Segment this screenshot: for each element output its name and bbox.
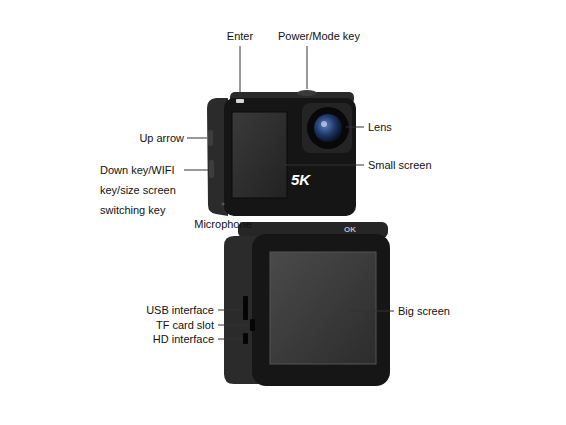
leader-line: [218, 310, 242, 311]
brand-logo: 5K: [291, 172, 310, 188]
camera-front: [224, 98, 356, 216]
leader-line: [346, 127, 364, 128]
part-label: Down key/WIFI key/size screen switching …: [100, 160, 184, 220]
leader-line: [307, 46, 308, 89]
big-screen: [270, 252, 376, 364]
tf-slot: [250, 319, 255, 331]
lens-highlight: [321, 121, 327, 127]
usb-port: [243, 296, 248, 320]
leader-line: [184, 170, 208, 171]
part-label: TF card slot: [156, 318, 214, 332]
leader-line: [187, 138, 207, 139]
lens-ring: [307, 107, 349, 149]
leader-line: [223, 207, 224, 214]
leader-line: [284, 165, 364, 166]
hd-port: [243, 333, 248, 344]
part-label: Small screen: [368, 158, 432, 172]
leader-line: [348, 311, 394, 312]
up-button: [208, 130, 213, 146]
lens-glass: [314, 114, 342, 142]
enter-button: [236, 99, 244, 103]
part-label: USB interface: [146, 303, 214, 317]
leader-line: [240, 46, 241, 97]
part-label: Big screen: [398, 304, 450, 318]
part-label: Up arrow: [139, 131, 184, 145]
part-label: HD interface: [153, 332, 214, 346]
leader-line: [218, 339, 242, 340]
part-label: Power/Mode key: [278, 29, 360, 43]
microphone-hole: [221, 202, 224, 205]
button-label: OK: [344, 225, 356, 234]
part-label: Enter: [227, 29, 253, 43]
lens-housing: [302, 103, 352, 153]
part-label: Lens: [368, 120, 392, 134]
part-label: Microphone: [194, 217, 251, 231]
down-button: [209, 160, 214, 178]
power-button: [297, 90, 317, 96]
small-screen: [232, 112, 287, 198]
leader-lines: [184, 46, 394, 339]
camera-back: [252, 234, 390, 386]
leader-line: [218, 325, 249, 326]
